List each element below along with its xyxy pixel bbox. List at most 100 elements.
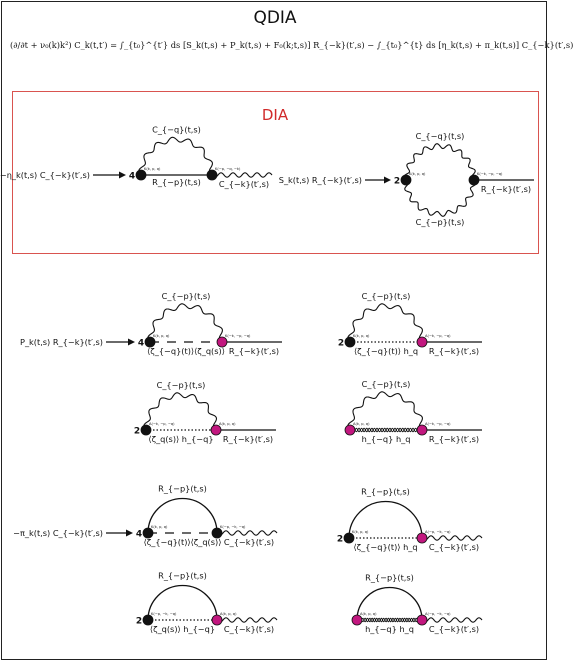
qdia-p-2a-multiplicity: 2 — [338, 339, 344, 349]
qdia-p-2b-left-vertex-label: A(−k, −p, −q) — [149, 422, 175, 426]
dia-eta-left-vertex — [135, 169, 147, 181]
qdia-p-hh-right-vertex-label: A(−k, −p, −q) — [425, 422, 451, 426]
qdia-pi-hh-external-label: C_{−k}(t′,s) — [429, 624, 479, 634]
qdia-p-2a-left-vertex — [344, 336, 356, 348]
qdia-p-2b-right-vertex — [210, 424, 222, 436]
qdia-p-2a-top-propagator — [347, 303, 423, 343]
qdia-pi-2b-left-vertex — [142, 614, 154, 626]
qdia-p-2b-multiplicity: 2 — [134, 427, 140, 437]
dia-eta-bottom-label: R_{−p}(t,s) — [152, 177, 201, 187]
qdia-pi-4-top-propagator — [147, 497, 218, 534]
dia-s-top-label: C_{−q}(t,s) — [416, 131, 465, 141]
qdia-p-2b-right-vertex-label: A(k, p, q) — [219, 422, 236, 426]
qdia-p-hh-top-label: C_{−p}(t,s) — [362, 379, 411, 389]
figure-frame — [1, 1, 547, 660]
qdia-pi-2a-left-vertex-label: K(k, p, q) — [352, 530, 369, 534]
dia-eta-left-vertex-label: K(k, p, q) — [144, 167, 161, 171]
qdia-p-hh-right-vertex — [416, 424, 428, 436]
qdia-p-4-external-label: R_{−k}(t′,s) — [229, 346, 279, 356]
dia-s-multiplicity: 2 — [394, 177, 400, 187]
qdia-pi-2a-right-vertex-label: A(−p, −k, −q) — [425, 530, 451, 534]
qdia-p-2b-left-vertex — [140, 424, 152, 436]
qdia-pi-2a-top-label: R_{−p}(t,s) — [361, 487, 410, 497]
qdia-pi-2b-right-vertex-label: A(k, p, q) — [220, 612, 237, 616]
qdia-pi-2b-external-label: C_{−k}(t′,s) — [224, 624, 274, 634]
qdia-p-hh-top-propagator — [347, 391, 423, 431]
dia-eta-right-vertex — [206, 169, 218, 181]
qdia-p-hh-external-label: R_{−k}(t′,s) — [429, 434, 479, 444]
qdia-p-4-top-propagator — [147, 303, 223, 343]
dia-eta-arrow-head — [119, 171, 126, 179]
qdia-p-hh-left-vertex-label: A(k, p, q) — [353, 422, 370, 426]
qdia-pi-4-right-vertex-label: K(−p, −k, −q) — [220, 525, 246, 529]
qdia-p-4-left-term: P_k(t,s) R_{−k}(t′,s) — [20, 337, 103, 347]
qdia-pi-2b-mid-label: ⟨ζ_q(s)⟩ h_{−q} — [150, 624, 215, 634]
qdia-pi-2a-left-vertex — [343, 532, 355, 544]
qdia-pi-4-left-vertex — [142, 527, 154, 539]
qdia-pi-hh-top-propagator — [356, 586, 423, 621]
dia-eta-left-term: −η_k(t,s) C_{−k}(t′,s) — [0, 170, 90, 180]
qdia-p-2a-right-vertex-label: A(−k, −p, −q) — [425, 334, 451, 338]
dia-eta-external-label: C_{−k}(t′,s) — [219, 179, 269, 189]
qdia-pi-4-external-label: C_{−k}(t′,s) — [224, 537, 274, 547]
dia-eta-top-propagator — [138, 136, 213, 176]
qdia-pi-4-right-vertex — [211, 527, 223, 539]
qdia-pi-hh-external-leg — [421, 617, 483, 623]
qdia-pi-2a-external-label: C_{−k}(t′,s) — [429, 542, 479, 552]
dia-s-right-vertex-label: K(−k, −p, −q) — [477, 172, 503, 176]
qdia-pi-4-arrow-head — [126, 529, 133, 537]
qdia-pi-hh-left-vertex — [351, 614, 363, 626]
qdia-pi-hh-right-vertex-label: A(−p, −k, −q) — [425, 612, 451, 616]
dia-eta-multiplicity: 4 — [129, 172, 135, 182]
dia-s-left-vertex — [400, 174, 412, 186]
qdia-pi-2b-external-leg — [216, 617, 278, 623]
qdia-pi-hh-mid-label: h_{−q} h_q — [365, 624, 414, 634]
qdia-p-2a-right-vertex — [416, 336, 428, 348]
dia-s-left-term: S_k(t,s) R_{−k}(t′,s) — [279, 175, 362, 185]
qdia-pi-4-left-vertex-label: K(k, p, q) — [151, 525, 168, 529]
dia-box — [12, 91, 539, 254]
qdia-pi-4-external-leg — [216, 530, 278, 536]
dia-eta-top-label: C_{−q}(t,s) — [152, 125, 201, 135]
qdia-p-hh-mid-label: h_{−q} h_q — [362, 434, 411, 444]
qdia-pi-hh-left-vertex-label: A(k, p, q) — [360, 612, 377, 616]
dia-s-right-vertex — [468, 174, 480, 186]
qdia-pi-2b-multiplicity: 2 — [136, 617, 142, 627]
qdia-p-2a-external-label: R_{−k}(t′,s) — [429, 346, 479, 356]
figure-title: QDIA — [253, 8, 297, 28]
qdia-pi-4-left-term: −π_k(t,s) C_{−k}(t′,s) — [13, 528, 103, 538]
qdia-p-4-right-vertex-label: K(−k, −p, −q) — [225, 334, 251, 338]
qdia-p-2b-external-label: R_{−k}(t′,s) — [223, 434, 273, 444]
qdia-p-hh-left-vertex — [344, 424, 356, 436]
dia-s-arrow-head — [384, 176, 391, 184]
dia-s-top-propagator — [403, 143, 476, 181]
qdia-pi-2a-right-vertex — [416, 532, 428, 544]
dia-s-left-vertex-label: K(k, p, q) — [409, 172, 426, 176]
qdia-pi-2a-mid-label: ⟨ζ_{−q}(t)⟩ h_q — [353, 542, 417, 552]
dia-eta-external-leg — [211, 172, 273, 178]
qdia-pi-4-multiplicity: 4 — [136, 530, 142, 540]
qdia-p-2a-mid-label: ⟨ζ_{−q}(t)⟩ h_q — [354, 346, 418, 356]
qdia-p-4-mid-label: ⟨ζ_{−q}(t)⟩⟨ζ_q(s)⟩ — [147, 346, 225, 356]
qdia-pi-2b-left-vertex-label: K(−p, −k, −q) — [151, 612, 177, 616]
qdia-pi-2a-external-leg — [421, 535, 483, 541]
qdia-p-4-top-label: C_{−p}(t,s) — [162, 291, 211, 301]
qdia-pi-hh-bottom-propagator-twin — [356, 617, 423, 623]
qdia-p-4-multiplicity: 4 — [138, 339, 144, 349]
qdia-p-2b-top-propagator — [143, 392, 218, 431]
qdia-pi-2b-right-vertex — [211, 614, 223, 626]
qdia-p-4-arrow-head — [128, 338, 135, 346]
qdia-pi-4-top-label: R_{−p}(t,s) — [158, 484, 207, 494]
qdia-p-4-right-vertex — [216, 336, 228, 348]
qdia-equation: (∂/∂t + ν₀(k)k²) C_k(t,t′) = ∫_{t₀}^{t′}… — [10, 40, 573, 50]
qdia-pi-2b-top-propagator — [147, 584, 218, 621]
qdia-p-hh-bottom-propagator-twin — [349, 427, 423, 433]
dia-s-external-label: R_{−k}(t′,s) — [481, 184, 531, 194]
qdia-pi-2a-top-propagator — [348, 500, 423, 539]
feynman-diagrams: K(k, p, q) K(−p, −q, −k) 4 C_{−q}(t,s) R_{−p… — [0, 125, 534, 634]
qdia-p-2a-top-label: C_{−p}(t,s) — [362, 291, 411, 301]
qdia-p-4-left-vertex-label: K(k, p, q) — [153, 334, 170, 338]
qdia-pi-2a-multiplicity: 2 — [337, 535, 343, 545]
qdia-p-2a-left-vertex-label: K(k, p, q) — [353, 334, 370, 338]
dia-eta-right-vertex-label: K(−p, −q, −k) — [215, 167, 241, 171]
